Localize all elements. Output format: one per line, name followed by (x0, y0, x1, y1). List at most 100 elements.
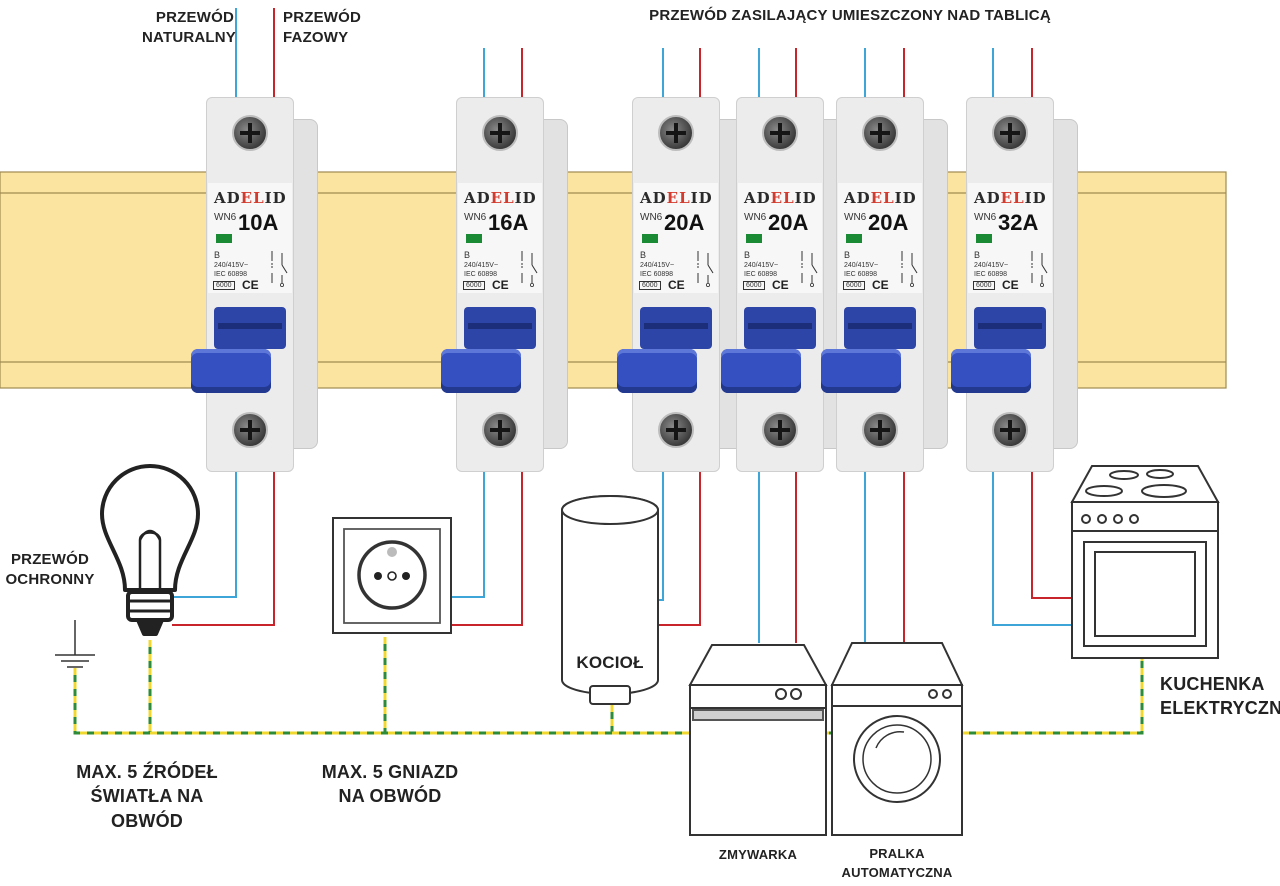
terminal-screw-bottom-icon (862, 412, 898, 448)
breaker-toggle-handle[interactable] (441, 349, 521, 393)
switch-symbol-icon (697, 251, 714, 288)
breaker-capacity: 6000 (843, 281, 865, 290)
breaker-toggle-handle[interactable] (821, 349, 901, 393)
breaker-toggle-slot (214, 307, 286, 349)
breaker-side-panel (1052, 119, 1078, 449)
brand-part: ID (690, 189, 713, 207)
lights-max-label: MAX. 5 ŹRÓDEŁ ŚWIATŁA NA OBWÓD (76, 762, 218, 831)
breaker-standard: IEC 60898 (974, 271, 1008, 278)
breaker-standard: IEC 60898 (464, 271, 498, 278)
status-indicator (846, 234, 862, 243)
dishwasher-icon (688, 644, 828, 836)
neutral-wire-label: PRZEWÓD NATURALNY (142, 9, 237, 47)
breaker-model: WN6 (974, 212, 997, 223)
out-phase-light (172, 470, 275, 626)
breaker-voltage: 240/415V~ (640, 262, 675, 269)
brand-part-red: EL (1000, 189, 1025, 207)
status-indicator (746, 234, 762, 243)
out-neutral-boiler (658, 470, 664, 601)
breaker-toggle-slot (974, 307, 1046, 349)
breaker-curve: B (464, 250, 471, 260)
electric-stove-icon (1070, 465, 1220, 659)
terminal-screw-top-icon (762, 115, 798, 151)
breaker-side-panel (292, 119, 318, 449)
brand-part-red: EL (870, 189, 895, 207)
out-phase-socket (452, 470, 523, 626)
out-neutral-stove (992, 470, 1072, 626)
breaker-toggle-handle[interactable] (721, 349, 801, 393)
ce-mark: CE (1002, 278, 1019, 292)
washing-machine-icon (830, 642, 964, 836)
ce-mark: CE (492, 278, 509, 292)
brand-part: ID (514, 189, 537, 207)
status-indicator (642, 234, 658, 243)
breaker-toggle-handle[interactable] (191, 349, 271, 393)
breaker-curve: B (640, 250, 647, 260)
terminal-screw-bottom-icon (762, 412, 798, 448)
brand-part: ID (894, 189, 917, 207)
ground-symbol-icon (55, 620, 95, 668)
brand-part: AD (974, 189, 1001, 207)
brand-part: ID (1024, 189, 1047, 207)
breaker-toggle-slot (844, 307, 916, 349)
ce-mark: CE (242, 278, 259, 292)
breaker-voltage: 240/415V~ (464, 262, 499, 269)
brand-part: AD (844, 189, 871, 207)
ce-mark: CE (668, 278, 685, 292)
breaker-standard: IEC 60898 (214, 271, 248, 278)
dishwasher-label: ZMYWARKA (718, 847, 798, 862)
brand-part-red: EL (240, 189, 265, 207)
breaker-voltage: 240/415V~ (844, 262, 879, 269)
breaker-curve: B (974, 250, 981, 260)
breaker-voltage: 240/415V~ (744, 262, 779, 269)
breaker-side-panel (542, 119, 568, 449)
supply-wire-label: PRZEWÓD ZASILAJĄCY UMIESZCZONY NAD TABLI… (649, 7, 1051, 24)
terminal-screw-top-icon (232, 115, 268, 151)
washer-label: PRALKA AUTOMATYCZNA (841, 846, 953, 880)
ce-mark: CE (872, 278, 889, 292)
terminal-screw-bottom-icon (658, 412, 694, 448)
breaker-brand: ADELID (744, 189, 820, 207)
breaker-rating: 16A (488, 210, 529, 235)
protective-wire-label: PRZEWÓD OCHRONNY (5, 551, 95, 589)
breaker-capacity: 6000 (463, 281, 485, 290)
brand-part: ID (794, 189, 817, 207)
breaker-rating: 20A (868, 210, 909, 235)
breaker-toggle-handle[interactable] (951, 349, 1031, 393)
breaker-model: WN6 (464, 212, 487, 223)
switch-symbol-icon (801, 251, 818, 288)
breaker-toggle-handle[interactable] (617, 349, 697, 393)
brand-part: AD (640, 189, 667, 207)
switch-symbol-icon (901, 251, 918, 288)
breaker-toggle-slot (744, 307, 816, 349)
breaker-brand: ADELID (464, 189, 540, 207)
status-indicator (216, 234, 232, 243)
breaker-model: WN6 (214, 212, 237, 223)
breaker-capacity: 6000 (743, 281, 765, 290)
breaker-model: WN6 (744, 212, 767, 223)
brand-part-red: EL (770, 189, 795, 207)
breaker-brand: ADELID (844, 189, 920, 207)
out-neutral-light (170, 470, 237, 598)
breaker-rating: 32A (998, 210, 1039, 235)
breaker-model: WN6 (640, 212, 663, 223)
breaker-standard: IEC 60898 (844, 271, 878, 278)
breaker-toggle-slot (640, 307, 712, 349)
light-bulb-icon (100, 464, 200, 636)
breaker-rating: 20A (664, 210, 705, 235)
brand-part-red: EL (490, 189, 515, 207)
ce-mark: CE (772, 278, 789, 292)
stove-label: KUCHENKA ELEKTRYCZNA (1160, 674, 1280, 719)
terminal-screw-top-icon (862, 115, 898, 151)
breaker-voltage: 240/415V~ (214, 262, 249, 269)
breaker-brand: ADELID (214, 189, 290, 207)
power-socket-icon (332, 517, 452, 634)
terminal-screw-bottom-icon (232, 412, 268, 448)
breaker-side-panel (922, 119, 948, 449)
boiler-icon (561, 495, 659, 705)
